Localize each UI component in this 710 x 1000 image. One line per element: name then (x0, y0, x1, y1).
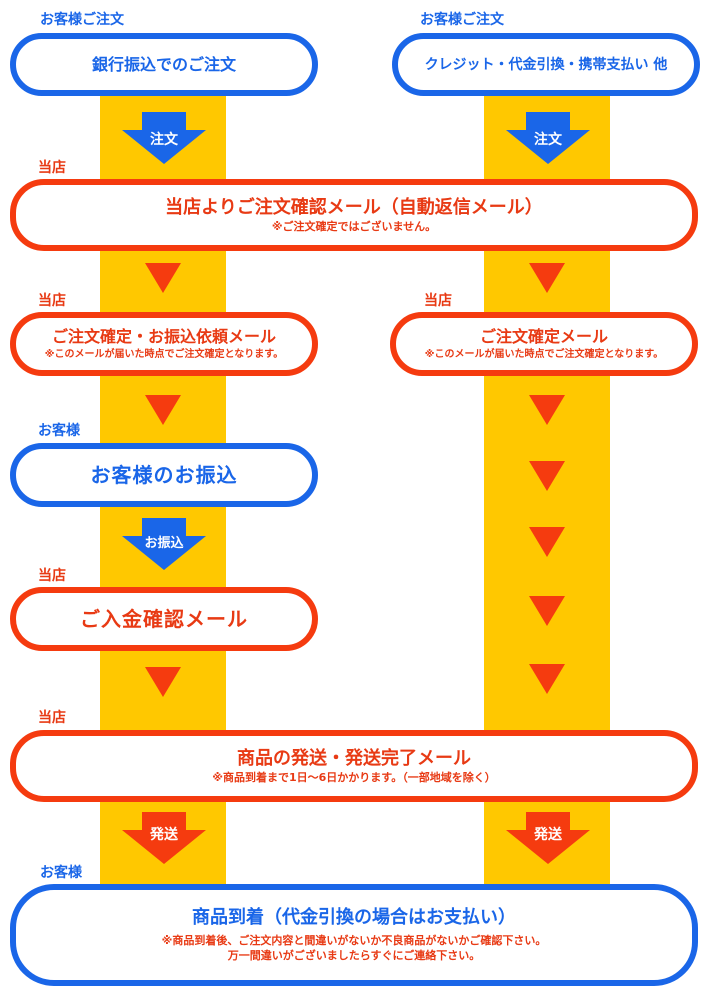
auto-reply-note: ※ご注文確定ではございません。 (271, 219, 437, 233)
customer-transfer-box: お客様のお振込 (10, 443, 318, 507)
shipping-title: 商品の発送・発送完了メール (237, 747, 471, 769)
down-triangle-4r (529, 527, 565, 557)
bank-confirm-note: ※このメールが届いた時点でご注文確定となります。 (44, 348, 284, 360)
credit-confirm-title: ご注文確定メール (479, 326, 608, 346)
down-triangle-3l (145, 667, 181, 697)
arrival-note-2: 万一間違いがございましたらすぐにご連絡下さい。 (227, 949, 481, 962)
label-shop-2-right: 当店 (424, 293, 452, 309)
down-triangle-6r (529, 664, 565, 694)
down-triangle-5r (529, 596, 565, 626)
ship-arrow-left-label: 発送 (150, 827, 178, 843)
ship-arrow-left: 発送 (122, 812, 206, 864)
label-shop-3: 当店 (38, 568, 66, 584)
credit-order-text: クレジット・代金引換・携帯支払い 他 (424, 56, 668, 73)
credit-confirm-box: ご注文確定メール ※このメールが届いた時点でご注文確定となります。 (390, 312, 698, 376)
order-arrow-left: 注文 (122, 112, 206, 164)
arrival-box: 商品到着（代金引換の場合はお支払い） ※商品到着後、ご注文内容と間違いがないか不… (10, 884, 698, 986)
auto-reply-title: 当店よりご注文確認メール（自動返信メール） (165, 196, 543, 218)
bank-confirm-box: ご注文確定・お振込依頼メール ※このメールが届いた時点でご注文確定となります。 (10, 312, 318, 376)
label-customer-transfer: お客様 (38, 423, 80, 439)
shipping-note: ※商品到着まで1日～6日かかります。（一部地域を除く） (212, 770, 496, 784)
label-shop-1: 当店 (38, 160, 66, 176)
down-triangle-1r (529, 263, 565, 293)
label-customer-order-left: お客様ご注文 (40, 12, 124, 28)
transfer-arrow-label: お振込 (144, 536, 184, 551)
ship-arrow-right: 発送 (506, 812, 590, 864)
auto-reply-box: 当店よりご注文確認メール（自動返信メール） ※ご注文確定ではございません。 (10, 179, 698, 251)
ship-arrow-right-label: 発送 (534, 827, 562, 843)
order-arrow-left-label: 注文 (150, 132, 178, 148)
down-triangle-1l (145, 263, 181, 293)
transfer-arrow: お振込 (122, 518, 206, 570)
credit-order-box: クレジット・代金引換・携帯支払い 他 (392, 33, 700, 96)
down-triangle-3r (529, 461, 565, 491)
customer-transfer-text: お客様のお振込 (90, 463, 238, 487)
down-triangle-2l (145, 395, 181, 425)
bank-order-box: 銀行振込でのご注文 (10, 33, 318, 96)
order-arrow-right: 注文 (506, 112, 590, 164)
arrival-note-1: ※商品到着後、ご注文内容と間違いがないか不良商品がないかご確認下さい。 (161, 934, 547, 947)
label-shop-4: 当店 (38, 710, 66, 726)
bank-confirm-title: ご注文確定・お振込依頼メール (51, 326, 276, 346)
label-shop-2-left: 当店 (38, 293, 66, 309)
arrival-title: 商品到着（代金引換の場合はお支払い） (192, 907, 516, 928)
payment-confirm-text: ご入金確認メール (80, 607, 248, 631)
down-triangle-2r (529, 395, 565, 425)
label-customer-order-right: お客様ご注文 (420, 12, 504, 28)
shipping-box: 商品の発送・発送完了メール ※商品到着まで1日～6日かかります。（一部地域を除く… (10, 730, 698, 802)
bank-order-text: 銀行振込でのご注文 (91, 54, 236, 74)
credit-confirm-note: ※このメールが届いた時点でご注文確定となります。 (424, 348, 664, 360)
label-customer-final: お客様 (40, 865, 82, 881)
payment-confirm-box: ご入金確認メール (10, 587, 318, 651)
order-arrow-right-label: 注文 (534, 132, 562, 148)
